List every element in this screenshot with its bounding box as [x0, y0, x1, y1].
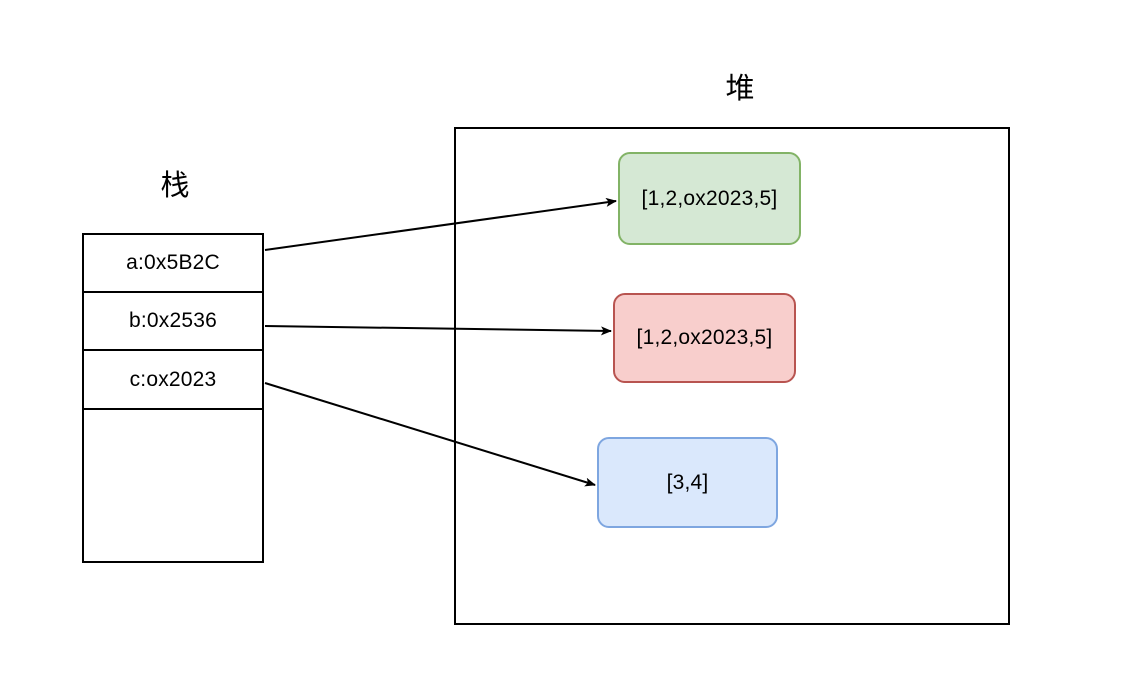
- stack-row[interactable]: c:ox2023: [84, 351, 262, 410]
- heap-title: 堆: [725, 70, 755, 105]
- stack-row[interactable]: b:0x2536: [84, 293, 262, 351]
- heap-cell[interactable]: [1,2,ox2023,5]: [618, 152, 801, 245]
- heap-cell-label: [1,2,ox2023,5]: [636, 326, 773, 349]
- stack-title: 栈: [160, 167, 190, 202]
- heap-cell[interactable]: [1,2,ox2023,5]: [613, 293, 796, 383]
- stack-container: a:0x5B2C b:0x2536 c:ox2023: [82, 233, 264, 563]
- stack-row-label: a:0x5B2C: [126, 251, 220, 274]
- heap-cell-label: [1,2,ox2023,5]: [641, 186, 778, 210]
- heap-cell[interactable]: [3,4]: [597, 437, 778, 528]
- stack-row-label: c:ox2023: [129, 367, 217, 391]
- stack-row-label: b:0x2536: [128, 309, 217, 332]
- stack-row[interactable]: a:0x5B2C: [84, 235, 262, 293]
- stack-row-empty[interactable]: [84, 410, 262, 561]
- heap-cell-label: [3,4]: [666, 470, 709, 494]
